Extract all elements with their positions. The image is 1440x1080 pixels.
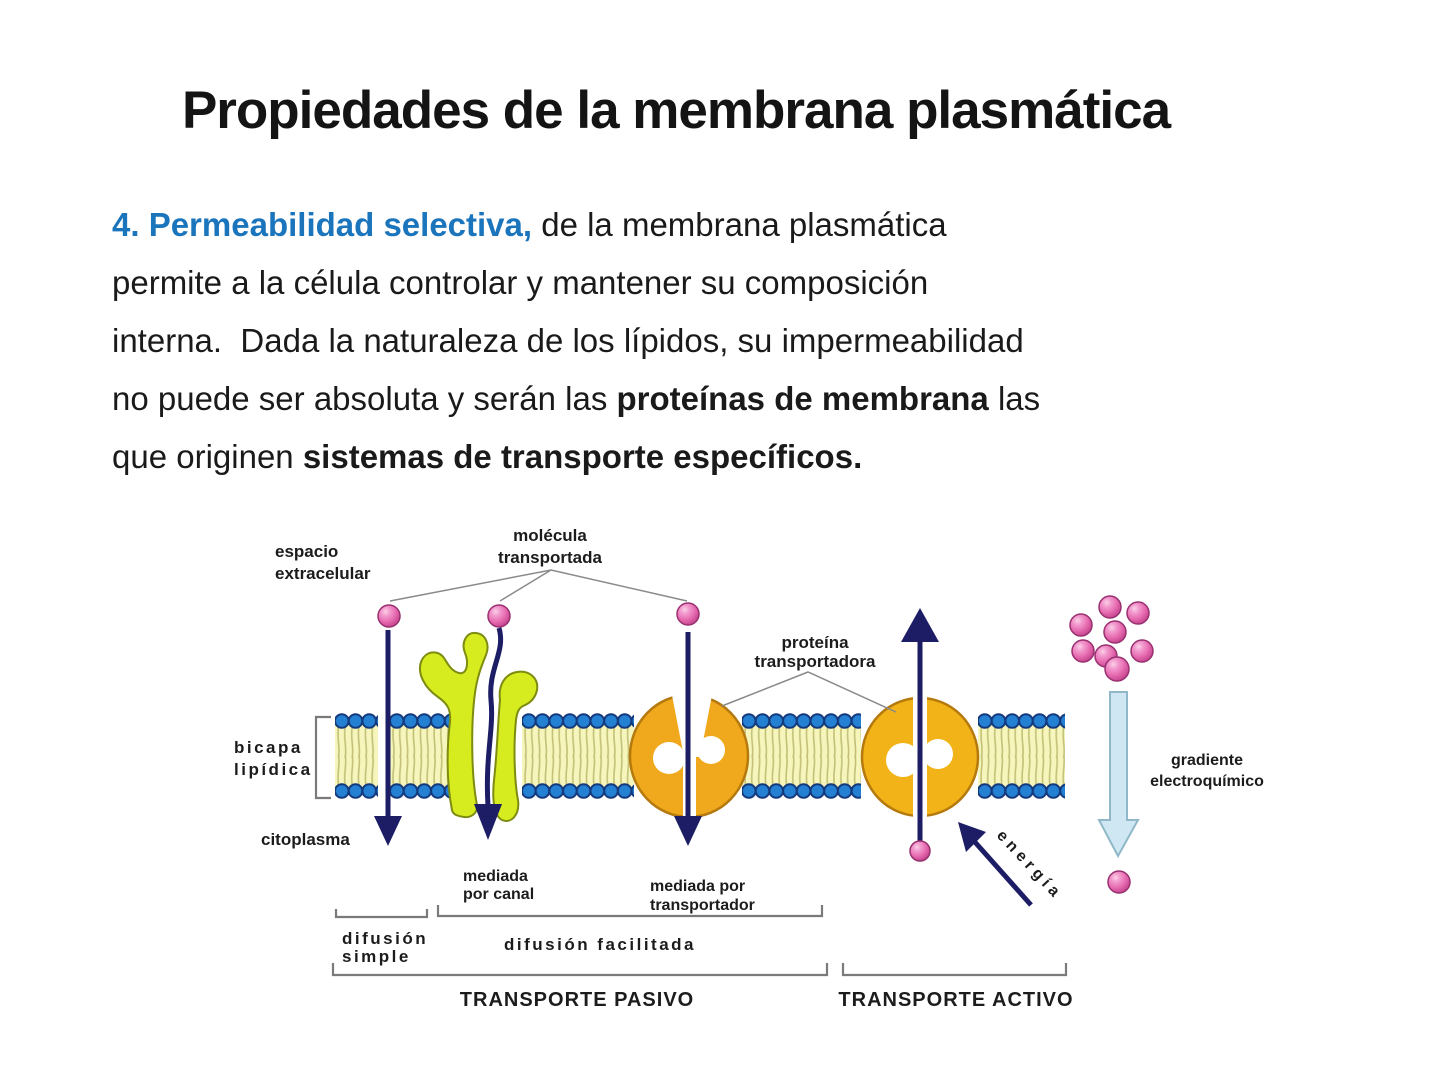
svg-text:espacio: espacio: [275, 542, 338, 561]
svg-text:electroquímico: electroquímico: [1150, 773, 1264, 790]
passive-transport-bracket: [331, 963, 829, 977]
facilitated-diffusion-label: difusión facilitada: [504, 935, 696, 954]
svg-text:molécula: molécula: [513, 526, 587, 545]
channel-arrow: [474, 627, 504, 840]
transported-molecules: [377, 595, 1154, 894]
lipid-bilayer-segment: [742, 712, 861, 800]
svg-text:simple: simple: [342, 947, 411, 966]
simple-diffusion-bracket: [334, 909, 429, 919]
lipid-bilayer-segment: [522, 712, 634, 800]
svg-text:por canal: por canal: [463, 886, 534, 903]
svg-text:transportador: transportador: [650, 897, 755, 914]
cytoplasm-label: citoplasma: [261, 830, 350, 849]
svg-text:difusión: difusión: [342, 929, 428, 948]
transporter-arrow: [674, 632, 702, 846]
svg-text:bicapa: bicapa: [234, 738, 303, 757]
svg-text:transportada: transportada: [498, 548, 602, 567]
electrochemical-gradient-label: gradiente electroquímico: [1150, 752, 1264, 790]
bilayer-bracket: [314, 715, 331, 800]
molecule: [1126, 601, 1150, 625]
transported-molecule-label: molécula transportada: [498, 526, 602, 567]
molecule: [377, 604, 401, 628]
energy-label: energía: [993, 827, 1066, 903]
slide-title: Propiedades de la membrana plasmática: [181, 81, 1171, 140]
svg-text:extracelular: extracelular: [275, 564, 371, 583]
svg-text:proteína: proteína: [781, 633, 849, 652]
simple-diffusion-arrow: [374, 630, 402, 846]
channel-mediated-label: mediada por canal: [463, 868, 534, 903]
energy-arrow: [958, 822, 1033, 907]
svg-text:mediada: mediada: [463, 868, 528, 885]
svg-text:gradiente: gradiente: [1171, 752, 1243, 769]
lipid-bilayer-label: bicapa lipídica: [234, 738, 313, 779]
molecule: [1130, 639, 1154, 663]
passive-transport-label: TRANSPORTE PASIVO: [460, 989, 694, 1011]
active-transport-label: TRANSPORTE ACTIVO: [838, 989, 1073, 1011]
channel-protein: [492, 670, 539, 822]
body-paragraph: 4. Permeabilidad selectiva, de la membra…: [112, 206, 1041, 475]
lipid-bilayer-segment: [335, 712, 378, 800]
molecule: [487, 604, 511, 628]
transporter-mediated-label: mediada por transportador: [650, 878, 755, 914]
facilitated-diffusion-bracket: [436, 905, 824, 918]
molecule: [1069, 613, 1093, 637]
gradient-arrow: [1097, 691, 1140, 859]
molecule: [676, 602, 700, 626]
active-transport-bracket: [841, 963, 1068, 977]
molecule: [1107, 870, 1131, 894]
molecule: [1104, 656, 1130, 682]
transporter-protein-label: proteína transportadora: [755, 633, 876, 671]
label-pointer-line: [389, 569, 688, 602]
molecule: [1103, 620, 1127, 644]
molecule: [1098, 595, 1122, 619]
svg-text:lipídica: lipídica: [234, 760, 313, 779]
svg-text:mediada por: mediada por: [650, 878, 745, 895]
molecule: [909, 840, 931, 862]
active-transport-arrow: [901, 608, 939, 845]
svg-text:transportadora: transportadora: [755, 652, 876, 671]
extracellular-space-label: espacio extracelular: [275, 542, 371, 583]
label-pointer-line: [499, 569, 552, 602]
molecule: [1071, 639, 1095, 663]
simple-diffusion-label: difusión simple: [342, 929, 428, 966]
lipid-bilayer-segment: [978, 712, 1065, 800]
lipid-bilayer-segment: [390, 712, 450, 800]
label-pointer-line: [721, 671, 897, 713]
